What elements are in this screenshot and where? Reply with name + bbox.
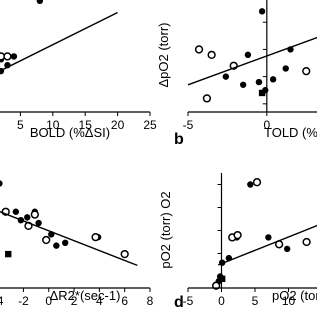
panel-b-filled-point bbox=[282, 65, 289, 72]
panel-b-filled-point bbox=[244, 51, 252, 59]
panel-b-filled-point bbox=[269, 76, 277, 83]
panel-b-x-tick-label: -5 bbox=[183, 118, 194, 132]
panel-b-open-point bbox=[207, 50, 216, 60]
panel-d-x-ticks: -5 0 5 10 bbox=[183, 288, 296, 308]
panel-d-y-ticks bbox=[217, 184, 222, 277]
panel-c-filled-point bbox=[62, 239, 69, 246]
panel-c: -4 -2 0 2 4 6 8 ΔR2*(sec-1) bbox=[0, 180, 154, 308]
panel-d-x-tick-label: 5 bbox=[252, 294, 259, 308]
panel-d-open-point bbox=[252, 178, 262, 187]
panel-a-x-tick-label: 10 bbox=[46, 118, 60, 132]
panel-c-filled-point bbox=[35, 219, 42, 227]
panel-b-filled-point bbox=[239, 81, 247, 88]
panel-b-filled-point bbox=[222, 73, 230, 80]
panel-d-open-point bbox=[302, 237, 311, 247]
panel-b-points bbox=[194, 8, 311, 103]
panel-d-open-point bbox=[233, 230, 242, 240]
panel-a-x-label: BOLD (%ΔSI) bbox=[30, 125, 110, 140]
panel-c-x-tick-label: 0 bbox=[45, 294, 52, 308]
panel-a-filled-point bbox=[10, 53, 18, 60]
panel-a-open-point bbox=[3, 52, 12, 61]
panel-c-trendline bbox=[0, 210, 138, 267]
panel-d-x-tick-label: 0 bbox=[218, 294, 225, 308]
panel-c-open-point bbox=[42, 235, 51, 245]
panel-b-x-ticks: -5 0 bbox=[183, 112, 270, 132]
panel-a: 5 10 15 20 25 BOLD (%ΔSI) bbox=[0, 0, 157, 140]
panel-d-x-label: pO2 (torr bbox=[272, 288, 317, 303]
panel-b-y-label: ΔpO2 (torr) bbox=[156, 22, 171, 87]
panel-b-square-point bbox=[258, 89, 266, 97]
panel-b-filled-point bbox=[255, 78, 263, 86]
panel-c-open-point bbox=[30, 210, 39, 219]
panel-b-open-point bbox=[202, 94, 212, 103]
panel-b-trendline bbox=[187, 36, 317, 86]
panel-c-filled-point bbox=[53, 242, 60, 249]
panel-d-filled-point bbox=[247, 181, 254, 188]
panel-d-x-tick-label: 10 bbox=[282, 294, 296, 308]
panel-d-filled-point bbox=[283, 245, 291, 253]
panel-d-letter: d bbox=[174, 294, 184, 311]
panel-c-square-point bbox=[5, 250, 12, 258]
panel-b-letter: b bbox=[174, 131, 184, 148]
panel-c-filled-point bbox=[12, 208, 20, 215]
panel-b-open-point bbox=[194, 45, 204, 54]
panel-b-x-label: TOLD (% bbox=[264, 125, 317, 140]
panel-a-x-ticks: 5 10 15 20 25 bbox=[17, 112, 157, 132]
panel-d-trendline bbox=[217, 224, 317, 266]
panel-b-x-tick-label: 0 bbox=[263, 118, 270, 132]
panel-c-x-tick-label: -2 bbox=[18, 294, 29, 308]
panel-c-x-tick-label: 6 bbox=[121, 294, 128, 308]
panel-d-y-label: pO2 (torr) O2 bbox=[158, 191, 173, 268]
panel-c-x-ticks: -4 -2 0 2 4 6 8 bbox=[0, 288, 154, 308]
panel-a-filled-point bbox=[36, 0, 44, 5]
panel-a-x-tick-label: 15 bbox=[79, 118, 93, 132]
panel-c-filled-point bbox=[0, 180, 3, 187]
panel-b-y-ticks bbox=[262, 21, 267, 105]
panel-c-filled-point bbox=[24, 214, 31, 221]
panel-a-x-tick-label: 25 bbox=[143, 118, 157, 132]
panel-a-points bbox=[0, 0, 44, 75]
panel-d-filled-point bbox=[265, 234, 272, 241]
panel-c-open-point bbox=[91, 233, 100, 242]
panel-a-trendline bbox=[0, 11, 118, 72]
panel-b: -5 0 TOLD (% ΔpO2 (torr) b bbox=[156, 0, 317, 148]
panel-b-filled-point bbox=[258, 8, 266, 15]
panel-d-square-point bbox=[218, 275, 226, 282]
panel-c-x-tick-label: 4 bbox=[96, 294, 103, 308]
panel-a-x-tick-label: 5 bbox=[17, 118, 24, 132]
panel-c-x-tick-label: 8 bbox=[147, 294, 154, 308]
panel-c-open-point bbox=[120, 249, 129, 259]
panel-d: -5 0 5 10 pO2 (torr pO2 (torr) O2 d bbox=[158, 173, 317, 311]
panel-b-open-point bbox=[302, 67, 311, 76]
panel-c-x-tick-label: -4 bbox=[0, 294, 4, 308]
panel-a-x-tick-label: 20 bbox=[111, 118, 125, 132]
panel-c-x-label: ΔR2*(sec-1) bbox=[50, 288, 121, 303]
panel-c-x-tick-label: 2 bbox=[71, 294, 78, 308]
panel-d-x-tick-label: -5 bbox=[183, 294, 194, 308]
